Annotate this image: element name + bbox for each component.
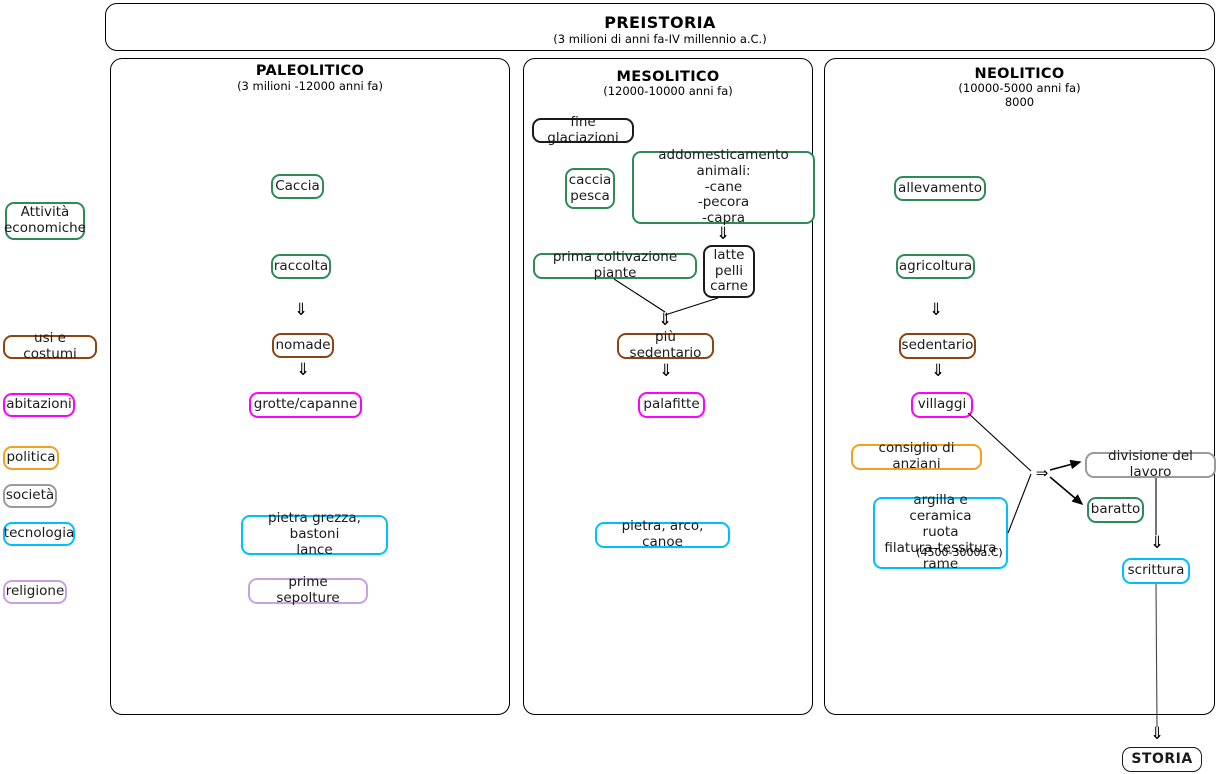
node-palafitte[interactable]: palafitte [638,392,705,418]
arrow-to-piu-sedentario: ⇓ [657,310,673,330]
arrow-addomesticamento-to-latte: ⇓ [715,224,731,244]
node-fine-glaciazioni[interactable]: fine glaciazioni [532,114,634,145]
panel-title-neolitico: NEOLITICO [974,66,1065,82]
node-neo-tecnologia[interactable]: argilla e ceramica ruota filatura-tessit… [873,492,1008,572]
arrow-agricoltura-to-sedentario: ⇓ [928,300,944,320]
node-allevamento[interactable]: allevamento [894,176,986,201]
node-villaggi[interactable]: villaggi [911,392,973,418]
node-caccia-pesca[interactable]: caccia pesca [565,168,615,209]
sidebar-item-usi-e-costumi[interactable]: usi e costumi [3,330,97,362]
arrow-sedentario-to-villaggi: ⇓ [930,361,946,381]
arrow-junction-right: ⇒ [1035,464,1049,482]
arrow-sedentario-to-palafitte: ⇓ [658,361,674,381]
node-grotte-capanne[interactable]: grotte/capanne [249,392,362,418]
node-neo-tecnologia-lines: argilla e ceramica ruota filatura-tessit… [884,492,997,572]
panel-neolitico [824,58,1215,715]
arrow-scrittura-to-storia: ⇓ [1149,724,1165,744]
node-nomade[interactable]: nomade [272,333,334,358]
node-scrittura[interactable]: scrittura [1122,558,1190,584]
sidebar-item-tecnologia[interactable]: tecnologia [3,522,75,546]
node-agricoltura[interactable]: agricoltura [896,254,975,279]
panel-subtitle-paleolitico: (3 milioni -12000 anni fa) [237,79,383,93]
page-title: PREISTORIA [604,13,716,32]
node-raccolta[interactable]: raccolta [271,254,331,279]
sidebar-item-abitazioni[interactable]: abitazioni [3,393,75,417]
node-storia[interactable]: STORIA [1122,747,1202,772]
panel-paleolitico [110,58,510,715]
node-addomesticamento-animali[interactable]: addomesticamento animali: -cane -pecora … [632,147,815,226]
sidebar-item-societa[interactable]: società [3,484,57,508]
page-subtitle: (3 milioni di anni fa-IV millennio a.C.) [553,32,767,46]
node-prime-sepolture[interactable]: prime sepolture [248,574,368,606]
arrow-raccolta-to-nomade: ⇓ [293,300,309,320]
preistoria-header-box [105,3,1215,51]
panel-subtitle-neolitico: (10000-5000 anni fa) 8000 [958,81,1081,110]
node-consiglio-di-anziani[interactable]: consiglio di anziani [851,440,982,472]
panel-subtitle-mesolitico: (12000-10000 anni fa) [603,84,733,98]
node-caccia[interactable]: Caccia [271,174,324,199]
panel-title-mesolitico: MESOLITICO [616,69,720,85]
node-piu-sedentario[interactable]: più sedentario [617,329,714,361]
sidebar-item-politica[interactable]: politica [3,446,59,470]
node-baratto[interactable]: baratto [1087,497,1144,523]
arrow-nomade-to-grotte: ⇓ [295,360,311,380]
sidebar-item-religione[interactable]: religione [3,580,67,604]
node-sedentario[interactable]: sedentario [899,333,976,359]
arrow-divisione-to-scrittura: ⇓ [1149,533,1165,553]
node-paleo-tecnologia[interactable]: pietra grezza, bastoni lance [241,510,388,558]
sidebar-item-attivita-economiche[interactable]: Attività economiche [4,202,86,240]
node-prima-coltivazione-piante[interactable]: prima coltivazione piante [533,249,697,281]
panel-title-paleolitico: PALEOLITICO [255,63,365,79]
node-latte-pelli-carne[interactable]: latte pelli carne [703,245,755,298]
node-divisione-del-lavoro[interactable]: divisione del lavoro [1085,448,1216,480]
node-meso-tecnologia[interactable]: pietra, arco, canoe [595,518,730,550]
